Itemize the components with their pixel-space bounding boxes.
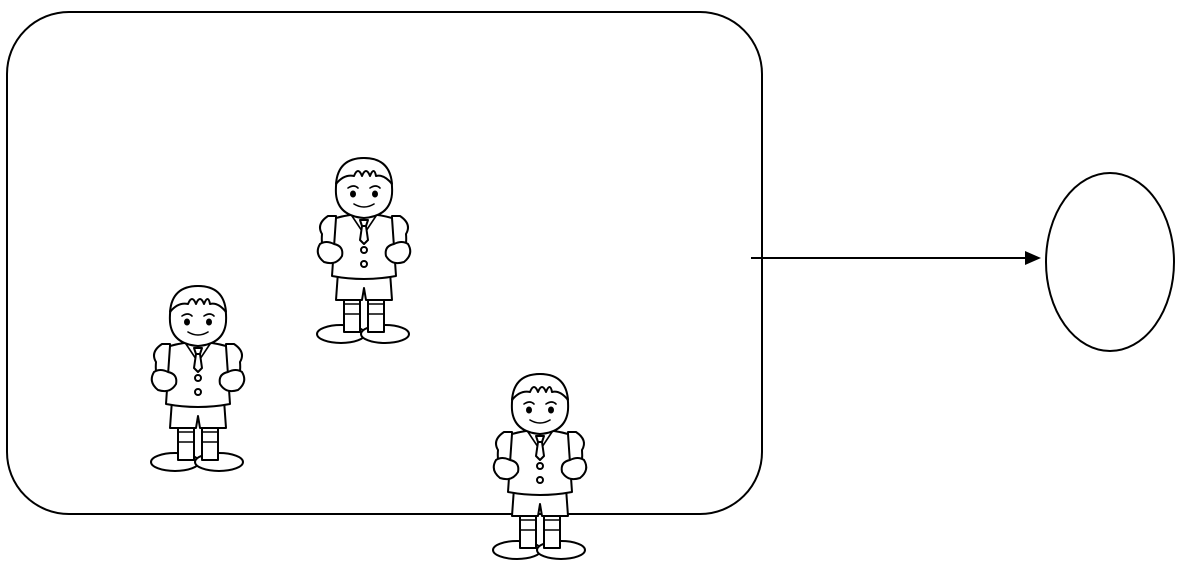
target-node [1046,173,1174,351]
arrowhead-icon [1025,251,1041,265]
